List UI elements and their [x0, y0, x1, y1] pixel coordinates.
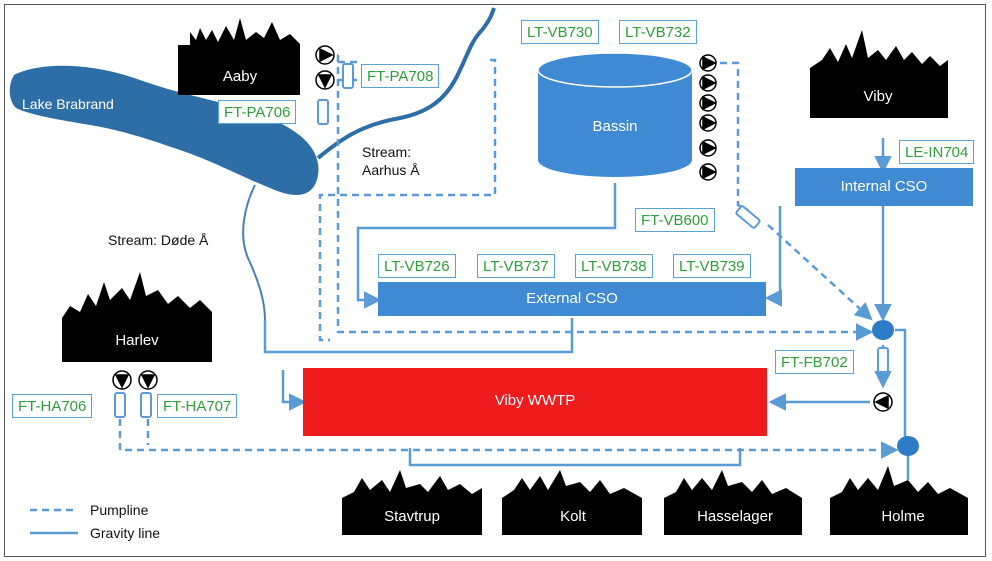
holme-pump — [873, 392, 893, 412]
sensor-ft-pa708: FT-PA708 — [361, 64, 440, 88]
sensor-lt-vb739: LT-VB739 — [673, 254, 751, 278]
sensor-le-in704: LE-IN704 — [899, 140, 975, 164]
town-label-kolt: Kolt — [560, 508, 586, 525]
flow-meters — [114, 63, 889, 418]
lake-label: Lake Brabrand — [22, 96, 114, 112]
gravity-lines — [263, 138, 947, 480]
sensor-lt-vb726: LT-VB726 — [378, 254, 456, 278]
town-label-hasselager: Hasselager — [697, 508, 773, 525]
bassin-label: Bassin — [592, 118, 638, 135]
external-cso-label: External CSO — [526, 290, 618, 307]
legend-gravity-label: Gravity line — [90, 525, 161, 541]
sensor-lt-vb738: LT-VB738 — [575, 254, 653, 278]
internal-cso-box — [795, 168, 973, 206]
bassin-pumps — [699, 54, 717, 181]
wwtp-box — [303, 368, 767, 436]
sensor-lt-vb737: LT-VB737 — [477, 254, 555, 278]
junction-upper — [872, 320, 894, 340]
town-label-harlev: Harlev — [115, 332, 159, 349]
sensor-lt-vb730: LT-VB730 — [521, 20, 599, 44]
junction-lower — [897, 436, 919, 456]
harlev-pumps — [112, 370, 158, 390]
town-silhouettes — [62, 18, 968, 535]
legend-pumpline-label: Pumpline — [90, 502, 149, 518]
town-label-aaby: Aaby — [222, 68, 258, 85]
stream-aarhus-label: Stream: Aarhus Å — [362, 144, 420, 178]
town-label-stavtrup: Stavtrup — [384, 508, 440, 525]
diagram-frame — [4, 4, 986, 557]
aaby-pumps — [315, 45, 335, 90]
sensor-ft-vb600: FT-VB600 — [635, 208, 715, 232]
sensor-ft-ha706: FT-HA706 — [12, 394, 93, 418]
sensor-ft-pa706: FT-PA706 — [218, 100, 297, 124]
town-label-viby: Viby — [863, 88, 893, 105]
external-cso-box — [378, 282, 766, 316]
stream-dode — [242, 184, 266, 321]
bassin-tank — [537, 52, 693, 177]
lake-brabrand — [9, 65, 319, 195]
sensor-ft-ha707: FT-HA707 — [157, 394, 238, 418]
wwtp-label: Viby WWTP — [494, 392, 576, 409]
stream-dode-label: Stream: Døde Å — [108, 232, 209, 248]
stream-aarhus — [316, 7, 496, 160]
internal-cso-label: Internal CSO — [840, 178, 928, 195]
sensor-ft-fb702: FT-FB702 — [775, 350, 854, 374]
sensor-lt-vb732: LT-VB732 — [619, 20, 697, 44]
town-label-holme: Holme — [881, 508, 925, 525]
